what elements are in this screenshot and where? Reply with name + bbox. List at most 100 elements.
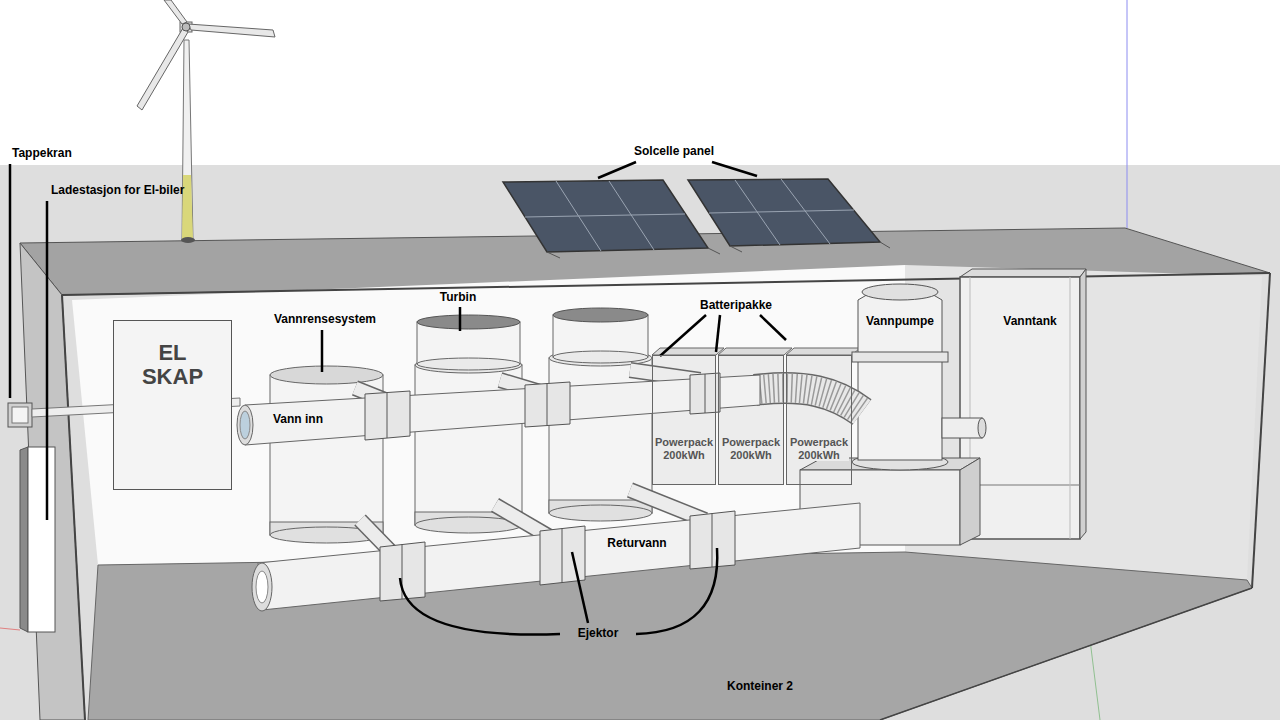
return-pipe xyxy=(252,503,860,611)
ejector-collar xyxy=(365,391,410,440)
leader-line xyxy=(636,548,717,634)
leader-line xyxy=(321,330,324,372)
ejector-collar xyxy=(547,383,548,425)
wind-turbine xyxy=(137,28,188,110)
solar-panel xyxy=(708,248,720,254)
turbine xyxy=(415,357,522,373)
wind-turbine xyxy=(182,23,190,31)
water-tank xyxy=(1070,277,1071,539)
inlet-pipe xyxy=(755,388,862,412)
water-pump xyxy=(862,284,938,300)
pipe-label: Returvann xyxy=(605,536,668,550)
leader-line xyxy=(9,164,12,398)
return-pipe xyxy=(252,563,272,611)
inlet-pipe xyxy=(240,411,250,439)
water-pump xyxy=(858,360,942,460)
ejector-collar xyxy=(712,513,713,567)
part-label: Ladestasjon for El-biler xyxy=(49,183,186,197)
water-purifier xyxy=(270,366,383,384)
container-shell xyxy=(880,588,1252,720)
cabinet-label: EL SKAP xyxy=(133,341,213,389)
ejector-collar xyxy=(690,511,735,569)
background xyxy=(1127,0,1128,228)
container-shell xyxy=(62,273,1270,295)
solar-panel xyxy=(503,179,890,258)
wind-turbine xyxy=(188,24,275,37)
leader-line xyxy=(712,162,757,176)
leader-line xyxy=(46,201,49,520)
part-label: Ejektor xyxy=(576,626,621,640)
solar-panel xyxy=(709,210,854,213)
electrical-cabinet: EL SKAP xyxy=(113,320,232,490)
inlet-pipe xyxy=(237,405,253,445)
electrical-cabinet xyxy=(113,320,232,490)
leader-line xyxy=(400,578,560,635)
battery-box: Powerpack 200kWh xyxy=(718,355,784,485)
container-shell xyxy=(1252,273,1270,588)
inlet-pipe xyxy=(755,388,862,412)
leader-line xyxy=(10,162,786,635)
pipe-label: Vann inn xyxy=(271,412,325,426)
inlet-pipe xyxy=(237,375,862,445)
ejector-collar xyxy=(562,528,563,583)
water-pump xyxy=(960,458,980,545)
charging-station xyxy=(20,447,28,632)
background xyxy=(0,165,1280,720)
water-tank xyxy=(1080,269,1086,539)
battery-pack xyxy=(786,348,860,355)
ejector-collar xyxy=(387,393,388,438)
solar-panel xyxy=(880,242,890,248)
container-shell xyxy=(20,228,1270,720)
return-pipe xyxy=(256,571,268,603)
solar-panel xyxy=(503,180,708,252)
ejector-collar xyxy=(705,374,706,413)
ejector-collar xyxy=(365,373,735,601)
water-pump xyxy=(978,418,986,438)
water-pump xyxy=(942,418,982,438)
water-pump xyxy=(852,352,948,362)
solar-panel xyxy=(730,246,742,252)
turbine xyxy=(417,315,520,329)
leader-line xyxy=(716,315,720,352)
battery-pack xyxy=(718,348,792,355)
charging-station xyxy=(20,447,55,632)
part-label: Vannrensesystem xyxy=(272,312,378,326)
solar-panel xyxy=(525,214,685,217)
electrical-cabinet xyxy=(113,320,232,490)
tap xyxy=(8,403,32,427)
part-label: Vanntank xyxy=(1001,314,1058,328)
inlet-pipe xyxy=(755,388,862,412)
part-label: Vannpumpe xyxy=(864,314,936,328)
turbine xyxy=(549,505,652,521)
turbine xyxy=(553,308,648,322)
turbine xyxy=(553,351,648,363)
wind-turbine xyxy=(181,237,195,243)
container-shell xyxy=(62,295,85,720)
leader-line xyxy=(760,315,786,340)
part-label: Turbin xyxy=(438,290,478,304)
part-label: Tappekran xyxy=(10,146,74,160)
battery-box: Powerpack 200kWh xyxy=(786,355,852,485)
battery-label: Powerpack 200kWh xyxy=(721,436,781,461)
container-shell xyxy=(88,552,1252,720)
part-label: Batteripakke xyxy=(698,298,774,312)
turbine xyxy=(417,358,520,370)
return-pipe xyxy=(258,503,860,610)
wind-turbine xyxy=(137,0,275,243)
part-label: Solcelle panel xyxy=(632,144,716,158)
background xyxy=(0,628,20,630)
battery-label: Powerpack 200kWh xyxy=(789,436,849,461)
battery-box: Powerpack 200kWh xyxy=(652,355,716,485)
inlet-pipe xyxy=(245,375,760,445)
container-label: Konteiner 2 xyxy=(725,679,795,693)
leader-line xyxy=(660,315,706,356)
solar-panel xyxy=(688,179,880,246)
ejector-collar xyxy=(525,382,570,427)
leader-line xyxy=(598,162,636,178)
